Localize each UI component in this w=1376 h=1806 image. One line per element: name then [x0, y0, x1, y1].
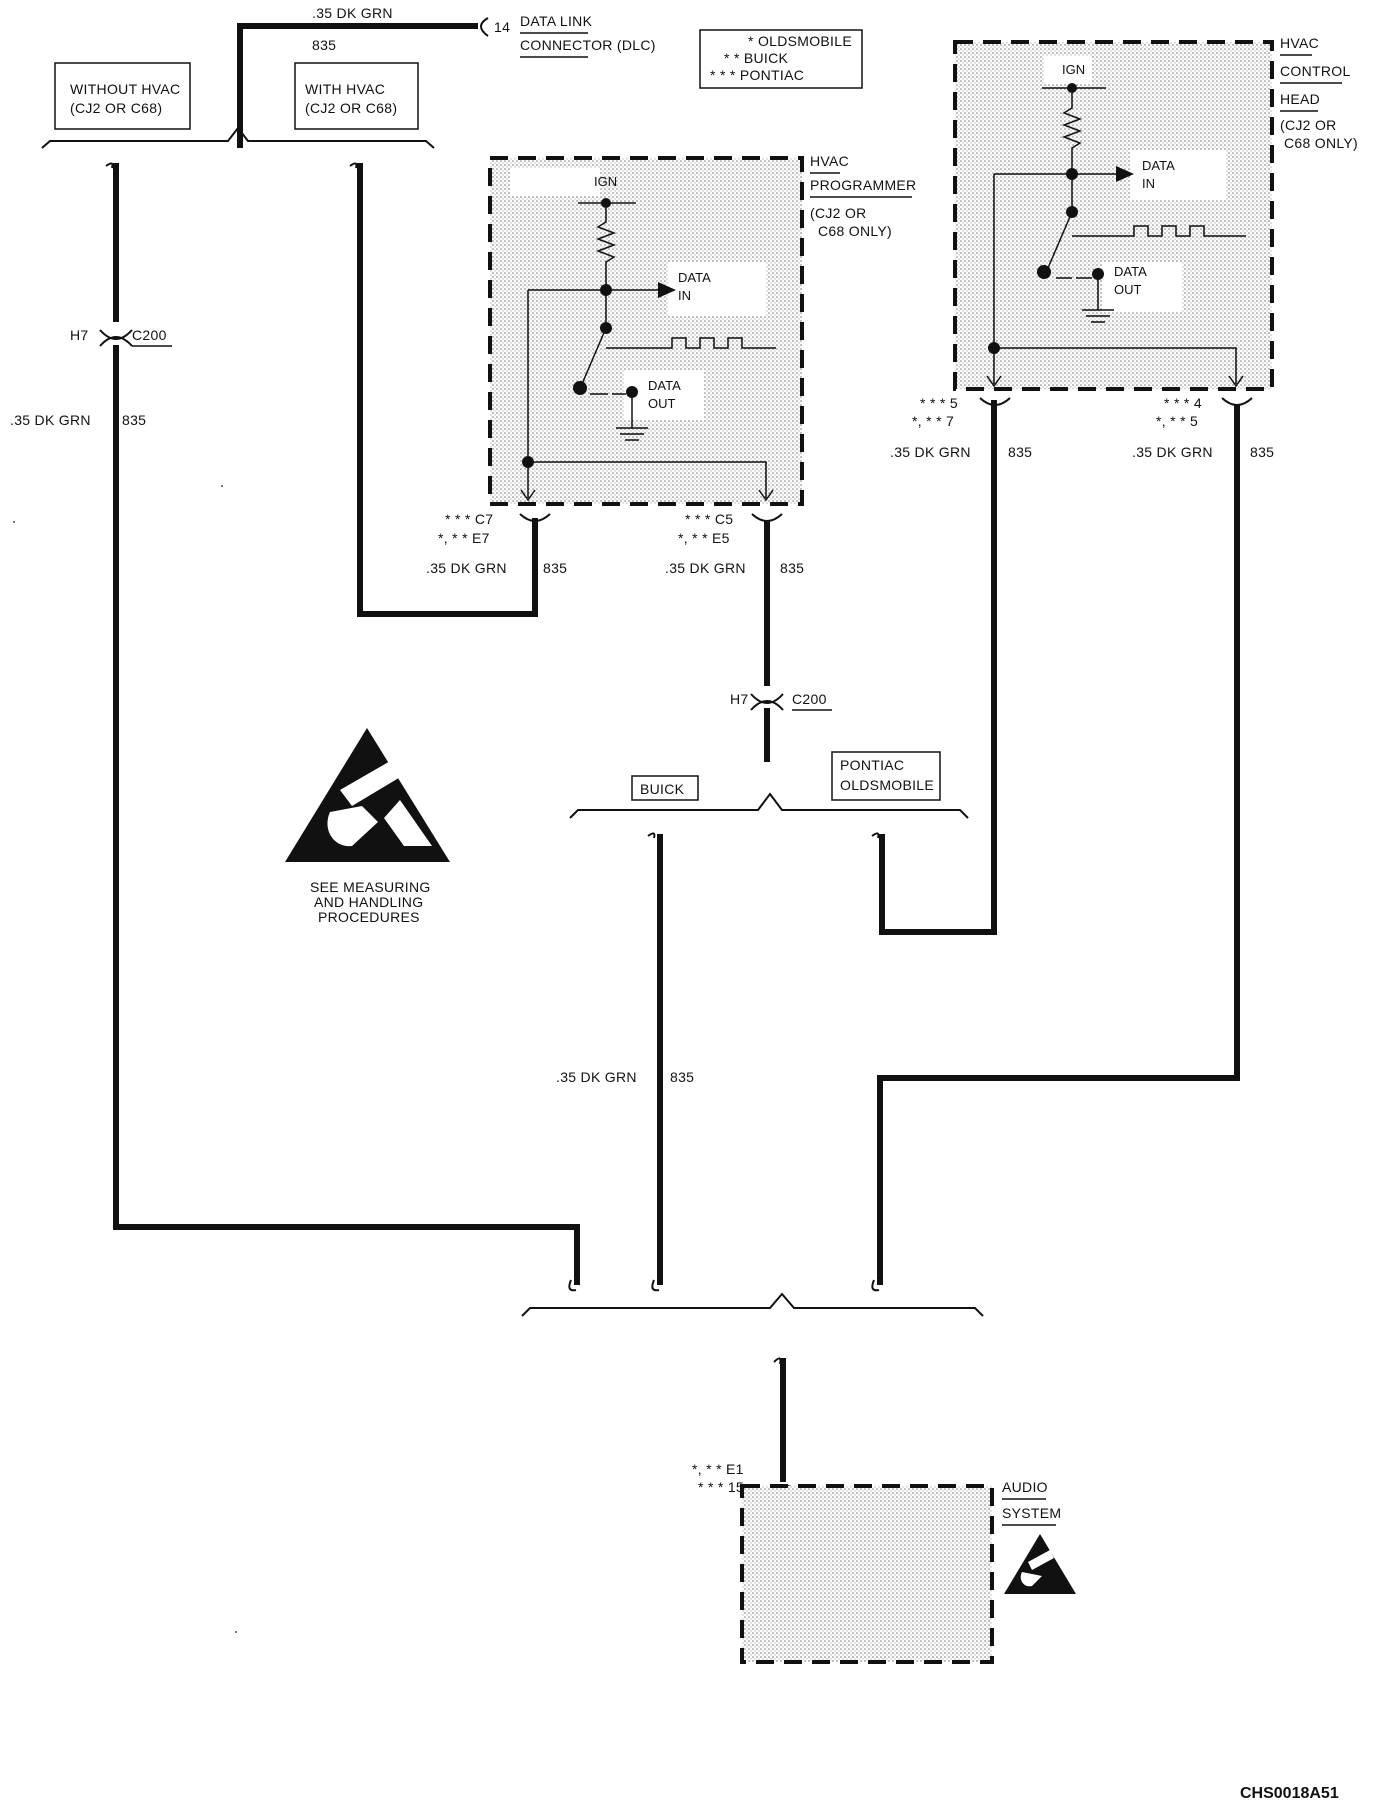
hvac-control-head: IGN DATA IN DATA OUT HVAC CONTROL HEAD (… — [953, 35, 1358, 391]
control-head-to-audio-wire — [871, 404, 1240, 1292]
oldsmobile-label: OLDSMOBILE — [840, 777, 934, 793]
programmer-pin-right-2: *, * * E5 — [678, 530, 730, 546]
esd-line-3: PROCEDURES — [318, 909, 420, 925]
c200-pin-center: H7 — [730, 691, 749, 707]
left-wire-gauge: .35 DK GRN — [10, 412, 91, 428]
control-head-note-2: C68 ONLY) — [1284, 135, 1358, 151]
programmer-to-c200-wire: H7 C200 — [730, 520, 832, 762]
control-head-pin-right-2: *, * * 5 — [1156, 413, 1198, 429]
programmer-pin-left-1: * * * C7 — [445, 511, 493, 527]
c200-name-center: C200 — [792, 691, 827, 707]
left-trunk-wire: H7 C200 .35 DK GRN 835 — [10, 163, 580, 1292]
control-head-pin-right-1: * * * 4 — [1164, 395, 1202, 411]
dlc-wire-circuit: 835 — [312, 37, 336, 53]
with-hvac-wire — [357, 163, 538, 617]
figure-id: CHS0018A51 — [1240, 1785, 1339, 1802]
audio-pin-1: *, * * E1 — [692, 1461, 744, 1477]
control-head-name-2: CONTROL — [1280, 63, 1351, 79]
control-head-right-wire-gauge: .35 DK GRN — [1132, 444, 1213, 460]
control-head-pin-left-1: * * * 5 — [920, 395, 958, 411]
programmer-ign: IGN — [594, 174, 617, 189]
programmer-note-2: C68 ONLY) — [818, 223, 892, 239]
dlc-wire-gauge: .35 DK GRN — [312, 5, 393, 21]
control-head-pins: * * * 5 *, * * 7 * * * 4 *, * * 5 .35 DK… — [890, 395, 1274, 460]
esd-warning: SEE MEASURING AND HANDLING PROCEDURES — [285, 728, 450, 925]
buick-wire-circuit: 835 — [670, 1069, 694, 1085]
control-head-note-1: (CJ2 OR — [1280, 117, 1337, 133]
programmer-pins: * * * C7 *, * * E7 * * * C5 *, * * E5 .3… — [426, 511, 804, 576]
audio-name-1: AUDIO — [1002, 1479, 1048, 1495]
programmer-data-out-2: OUT — [648, 396, 676, 411]
audio-pin-2: * * * 15 — [698, 1479, 744, 1495]
buick-wire-gauge: .35 DK GRN — [556, 1069, 637, 1085]
control-head-ign: IGN — [1062, 62, 1085, 77]
audio-name-2: SYSTEM — [1002, 1505, 1061, 1521]
without-hvac-note: (CJ2 OR C68) — [70, 100, 162, 116]
with-hvac-note: (CJ2 OR C68) — [305, 100, 397, 116]
control-head-data-out-1: DATA — [1114, 264, 1147, 279]
audio-bracket: *, * * E1 * * * 15 — [521, 1292, 984, 1495]
hvac-option-selector: WITHOUT HVAC (CJ2 OR C68) WITH HVAC (CJ2… — [41, 62, 435, 169]
programmer-data-in-1: DATA — [678, 270, 711, 285]
data-link-connector: .35 DK GRN 835 14 DATA LINK CONNECTOR (D… — [237, 5, 656, 148]
make-option-selector: BUICK PONTIAC OLDSMOBILE — [569, 751, 969, 839]
left-wire-circuit: 835 — [122, 412, 146, 428]
control-head-name-3: HEAD — [1280, 91, 1320, 107]
dlc-pin: 14 — [494, 19, 510, 35]
programmer-name-2: PROGRAMMER — [810, 177, 916, 193]
c200-name-left: C200 — [132, 327, 167, 343]
programmer-note-1: (CJ2 OR — [810, 205, 867, 221]
control-head-data-in-1: DATA — [1142, 158, 1175, 173]
pontiac-olds-wire — [879, 400, 997, 935]
esd-line-2: AND HANDLING — [314, 894, 423, 910]
programmer-pin-left-2: *, * * E7 — [438, 530, 490, 546]
audio-esd-icon — [1004, 1534, 1076, 1594]
hvac-programmer: IGN DATA IN DATA OUT HVAC PROGRAMMER (CJ… — [488, 153, 916, 506]
c200-pin-left: H7 — [70, 327, 89, 343]
control-head-data-in-2: IN — [1142, 176, 1155, 191]
with-hvac-label: WITH HVAC — [305, 81, 385, 97]
make-legend: * OLDSMOBILE * * BUICK * * * PONTIAC — [699, 29, 863, 89]
programmer-pin-right-1: * * * C5 — [685, 511, 733, 527]
legend-oldsmobile: * OLDSMOBILE — [748, 33, 852, 49]
control-head-data-out-2: OUT — [1114, 282, 1142, 297]
without-hvac-label: WITHOUT HVAC — [70, 81, 180, 97]
audio-system: AUDIO SYSTEM — [740, 1479, 1076, 1664]
programmer-right-wire-circuit: 835 — [780, 560, 804, 576]
programmer-left-wire-circuit: 835 — [543, 560, 567, 576]
control-head-name-1: HVAC — [1280, 35, 1319, 51]
legend-pontiac: * * * PONTIAC — [710, 67, 804, 83]
dlc-label-line2: CONNECTOR (DLC) — [520, 37, 656, 53]
dlc-label-line1: DATA LINK — [520, 13, 593, 29]
programmer-name-1: HVAC — [810, 153, 849, 169]
control-head-left-wire-circuit: 835 — [1008, 444, 1032, 460]
control-head-pin-left-2: *, * * 7 — [912, 413, 954, 429]
buick-wire: .35 DK GRN 835 — [556, 834, 694, 1292]
programmer-left-wire-gauge: .35 DK GRN — [426, 560, 507, 576]
programmer-data-in-2: IN — [678, 288, 691, 303]
buick-label: BUICK — [640, 781, 685, 797]
control-head-left-wire-gauge: .35 DK GRN — [890, 444, 971, 460]
legend-buick: * * BUICK — [724, 50, 789, 66]
control-head-right-wire-circuit: 835 — [1250, 444, 1274, 460]
esd-line-1: SEE MEASURING — [310, 879, 431, 895]
programmer-right-wire-gauge: .35 DK GRN — [665, 560, 746, 576]
programmer-data-out-1: DATA — [648, 378, 681, 393]
pontiac-label: PONTIAC — [840, 757, 904, 773]
